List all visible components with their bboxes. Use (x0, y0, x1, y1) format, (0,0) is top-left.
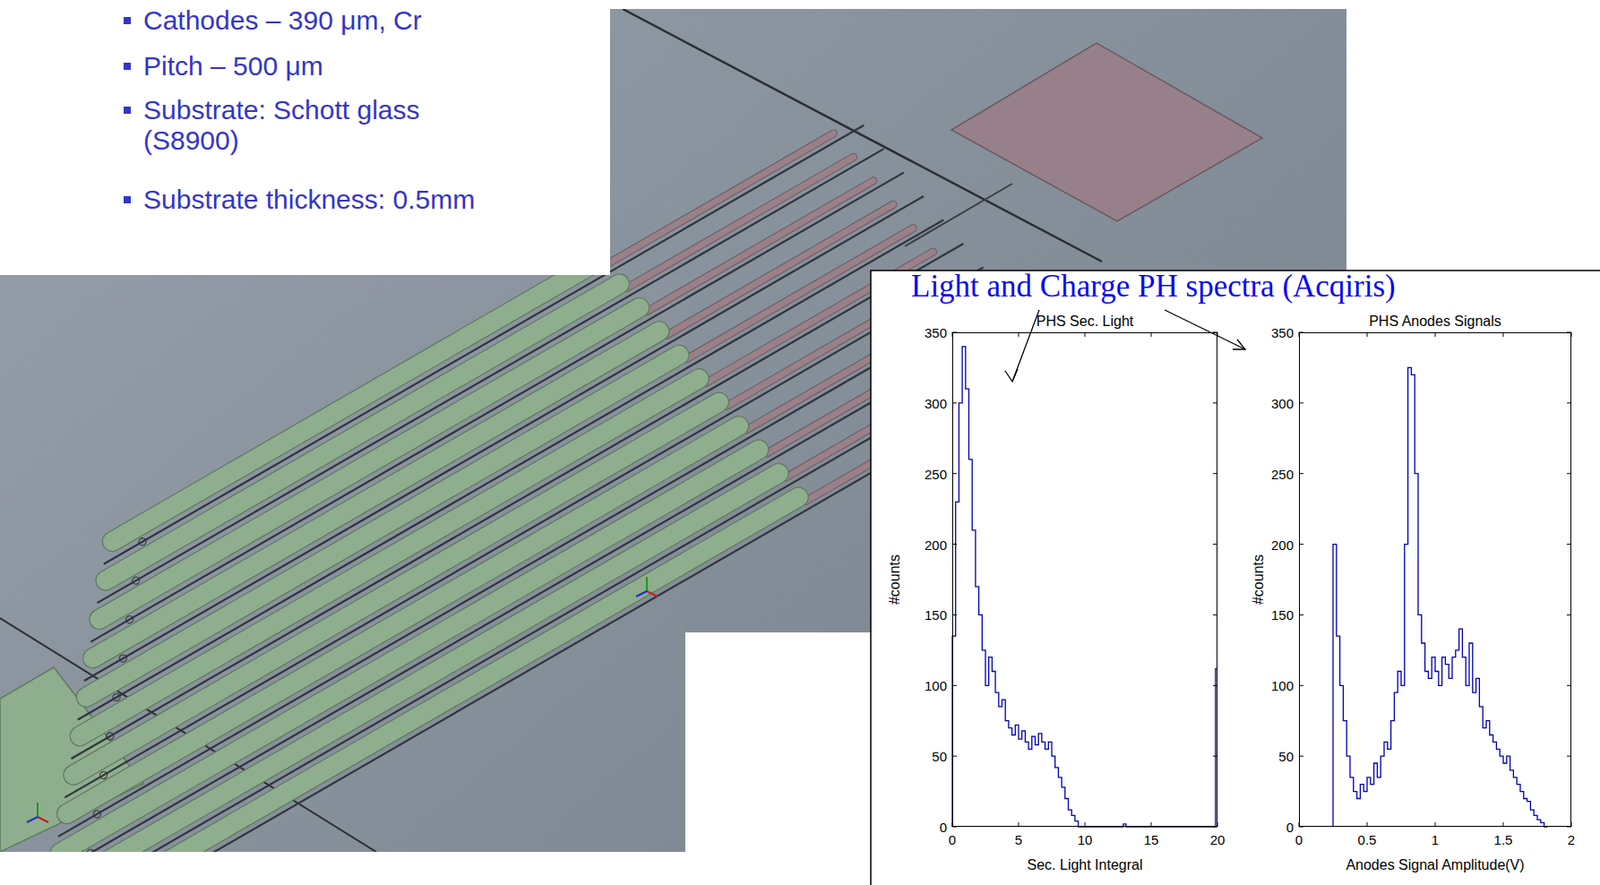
bullet-mark (123, 106, 131, 114)
pad (951, 43, 1263, 222)
bullet-text: Cathodes – 390 μm, Cr (143, 5, 422, 36)
anode-end (118, 653, 129, 664)
axis-label: #counts (1249, 554, 1267, 605)
anode-end (124, 614, 135, 625)
bullet-mark (123, 17, 131, 25)
tick-label: 0.5 (1358, 832, 1377, 848)
cathode-strip (40, 459, 792, 885)
axis-triad (26, 802, 49, 823)
tick-label: 300 (1271, 395, 1294, 411)
tick-label: 1.5 (1494, 832, 1514, 848)
anode-end (130, 576, 141, 586)
strip-tip (662, 199, 899, 341)
tick-label: 50 (931, 748, 947, 765)
strip-tip (642, 175, 879, 317)
tick-label: 20 (1210, 832, 1226, 848)
strip-tip (621, 152, 859, 293)
cathode-strip (34, 483, 812, 885)
tick-label: 0 (939, 819, 947, 835)
axis-label: Anodes Signal Amplitude(V) (1345, 856, 1524, 874)
anode-end (86, 848, 96, 859)
anode-end (137, 536, 148, 547)
tick-label: 250 (1271, 465, 1294, 482)
tick-label: 350 (1271, 325, 1294, 341)
axis-triad (636, 576, 658, 597)
tick-label: 50 (1278, 748, 1294, 765)
tick-label: 150 (924, 607, 947, 623)
tick-label: 200 (1271, 536, 1294, 552)
tick-label: 150 (1271, 607, 1294, 623)
bullet-text: Substrate thickness: 0.5mm (143, 184, 475, 216)
plot-title: PHS Sec. Light (1036, 312, 1135, 330)
tick-label: 100 (1271, 678, 1294, 694)
axis-label: #counts (886, 554, 904, 605)
tick-label: 300 (924, 395, 947, 411)
cathode-strip (46, 436, 772, 867)
tick-label: 200 (924, 536, 947, 552)
plot-title: PHS Anodes Signals (1368, 312, 1502, 330)
anode-end (98, 770, 109, 781)
axis-label: Sec. Light Integral (1027, 856, 1144, 874)
histogram-line (952, 346, 1218, 827)
strip-tip (602, 128, 839, 269)
bullet-mark (123, 196, 131, 204)
tick-label: 0 (1295, 832, 1303, 848)
tick-label: 250 (924, 465, 947, 482)
anode-end (111, 692, 122, 703)
tick-label: 5 (1015, 832, 1023, 848)
bullet-text: Substrate: Schott glass (S8900) (143, 94, 520, 156)
tick-label: 1 (1431, 832, 1439, 848)
histogram-line (1333, 367, 1548, 827)
tick-label: 15 (1144, 832, 1160, 848)
anode-line (70, 243, 964, 759)
tick-label: 0 (1286, 819, 1294, 835)
tick-label: 0 (948, 832, 956, 848)
plot-frame: PHS Sec. Light (952, 332, 1218, 827)
anode-end (92, 808, 103, 819)
bullet-mark (123, 62, 131, 70)
panel-heading: Light and Charge PH spectra (Acqiris) (911, 268, 1396, 305)
plot-frame: PHS Anodes Signals (1298, 332, 1572, 827)
tick-label: 100 (924, 678, 947, 694)
leader-arrow (1005, 309, 1246, 382)
tick-label: 350 (924, 325, 947, 341)
anode-line (58, 291, 1004, 837)
cathode-strip (53, 412, 753, 828)
bullet-text: Pitch – 500 μm (143, 51, 324, 82)
anode-end (104, 731, 115, 741)
tick-label: 2 (1567, 832, 1575, 848)
plot-panel (870, 270, 1600, 885)
anode-line (64, 266, 983, 798)
tick-label: 10 (1077, 832, 1093, 848)
